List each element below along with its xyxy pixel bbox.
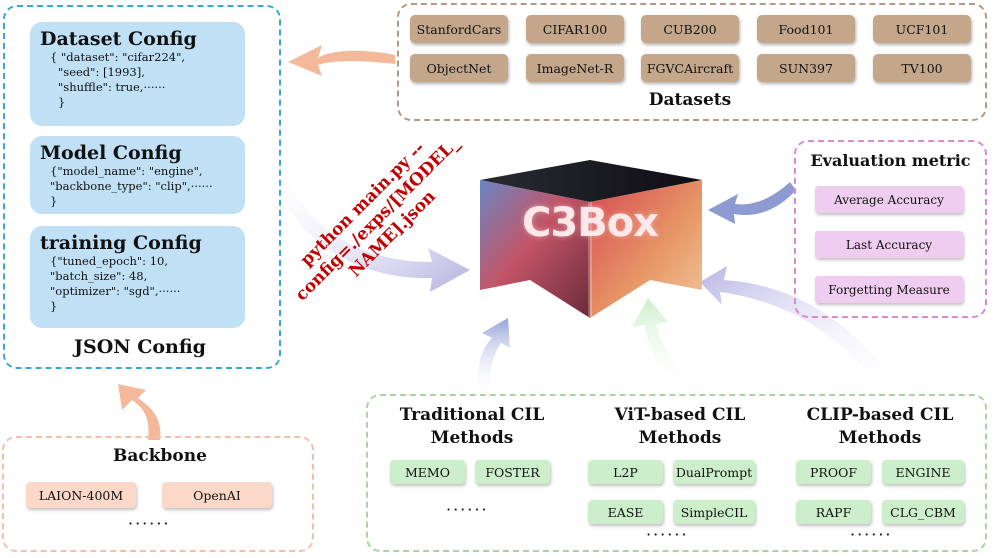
method-chip-clg-cbm: CLG_CBM — [882, 500, 964, 524]
datasets-title: Datasets — [648, 90, 732, 110]
model-config-line: } — [50, 194, 58, 208]
arrow-vit-to-c3box — [632, 298, 700, 395]
vit-methods-title-line: Methods — [638, 428, 722, 448]
evaluation-metric-title: Evaluation metric — [810, 151, 971, 170]
arrow-traditional-to-c3box — [477, 318, 510, 395]
datasets-panel — [397, 3, 987, 121]
backbone-chip-laion: LAION-400M — [26, 482, 136, 508]
metric-average-accuracy: Average Accuracy — [815, 186, 963, 213]
dataset-config-card: Dataset Config { "dataset": "cifar224", … — [30, 22, 245, 126]
c3box-logo — [480, 160, 702, 318]
method-chip-proof: PROOF — [796, 460, 871, 484]
dataset-config-line: "shuffle": true,······ — [58, 80, 166, 94]
backbone-chip-openai: OpenAI — [162, 482, 272, 508]
traditional-methods-title-line: Methods — [430, 428, 514, 448]
dataset-config-line: } — [58, 95, 66, 109]
dataset-config-title: Dataset Config — [40, 28, 197, 50]
json-config-panel — [3, 5, 281, 369]
model-config-line: "backbone_type": "clip",······ — [50, 179, 213, 193]
traditional-methods-more: ······ — [446, 500, 489, 519]
json-config-title: JSON Config — [74, 336, 206, 358]
dataset-config-line: { "dataset": "cifar224", — [50, 50, 186, 64]
training-config-line: {"tuned_epoch": 10, — [50, 254, 169, 268]
dataset-chip: TV100 — [873, 54, 971, 82]
dataset-chip: ImageNet-R — [526, 54, 624, 82]
model-config-line: {"model_name": "engine", — [50, 164, 203, 178]
model-config-card: Model Config {"model_name": "engine", "b… — [30, 136, 245, 214]
dataset-chip: SUN397 — [757, 54, 855, 82]
training-config-line: } — [50, 299, 58, 313]
backbone-title: Backbone — [113, 446, 207, 466]
traditional-methods-title: Traditional CIL Methods — [388, 404, 556, 450]
dataset-chip: Food101 — [757, 15, 855, 43]
method-chip-dualprompt: DualPrompt — [673, 460, 755, 484]
vit-methods-more: ······ — [646, 525, 689, 544]
arrow-backbone-to-config — [118, 384, 161, 440]
training-config-line: "batch_size": 48, — [50, 269, 148, 283]
dataset-chip: CUB200 — [641, 15, 739, 43]
clip-methods-title: CLIP-based CIL Methods — [794, 404, 966, 450]
training-config-title: training Config — [40, 232, 202, 254]
method-chip-simplecil: SimpleCIL — [673, 500, 755, 524]
clip-methods-more: ······ — [850, 525, 893, 544]
model-config-title: Model Config — [40, 142, 182, 164]
method-chip-rapf: RAPF — [796, 500, 871, 524]
evaluation-metric-panel — [794, 140, 987, 318]
c3box-logo-text: C3Box — [522, 200, 659, 246]
methods-panel — [366, 394, 987, 552]
traditional-methods-title-line: Traditional CIL — [399, 405, 545, 425]
dataset-chip: CIFAR100 — [526, 15, 624, 43]
method-chip-l2p: L2P — [588, 460, 663, 484]
backbone-panel — [2, 436, 314, 552]
metric-last-accuracy: Last Accuracy — [815, 231, 963, 258]
training-config-card: training Config {"tuned_epoch": 10, "bat… — [30, 226, 245, 328]
arrow-config-to-c3box — [270, 160, 470, 292]
dataset-chip: ObjectNet — [410, 54, 508, 82]
metric-forgetting-measure: Forgetting Measure — [815, 276, 963, 303]
arrow-eval-to-c3box — [708, 182, 796, 224]
arrow-datasets-to-config — [288, 45, 395, 76]
method-chip-foster: FOSTER — [475, 460, 550, 484]
vit-methods-title-line: ViT-based CIL — [614, 405, 746, 425]
dataset-chip: StanfordCars — [410, 15, 508, 43]
dataset-chip: UCF101 — [873, 15, 971, 43]
clip-methods-title-line: CLIP-based CIL — [806, 405, 954, 425]
vit-methods-title: ViT-based CIL Methods — [594, 404, 766, 450]
arrow-clip-to-c3box — [700, 266, 900, 395]
method-chip-memo: MEMO — [390, 460, 465, 484]
backbone-more: ······ — [128, 514, 171, 533]
method-chip-ease: EASE — [588, 500, 663, 524]
dataset-chip: FGVCAircraft — [641, 54, 739, 82]
training-config-line: "optimizer": "sgd",······ — [50, 284, 181, 298]
method-chip-engine: ENGINE — [882, 460, 964, 484]
dataset-config-line: "seed": [1993], — [58, 65, 145, 79]
clip-methods-title-line: Methods — [838, 428, 922, 448]
